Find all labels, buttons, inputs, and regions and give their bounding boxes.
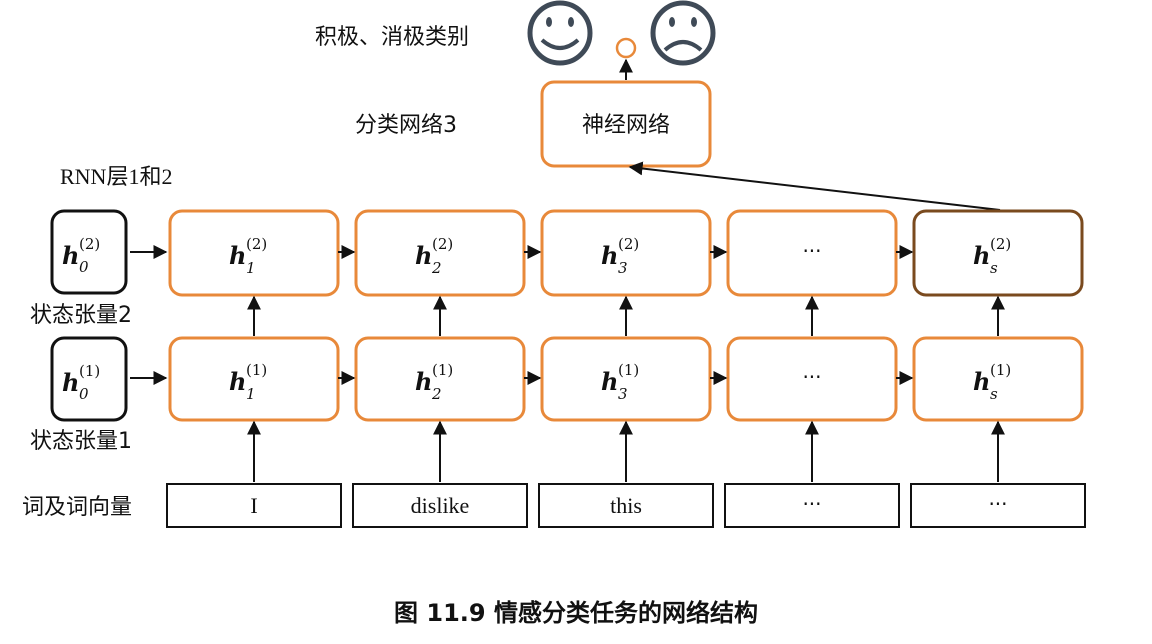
h-layer2-3-symbol: h [601,241,618,270]
h-layer2-s-sub: s [990,259,998,277]
h-layer1-2-sup: (1) [432,361,453,379]
neural-network-box [540,80,712,168]
h-layer2-3-sub: 3 [618,259,628,277]
h-layer2-cell-3 [540,209,712,297]
word-5: ··· [988,492,1007,516]
output-circle [615,37,637,59]
state-tensor-2-label: 状态张量2 [30,303,132,328]
neural-network-label: 神经网络 [582,113,670,138]
word-box-4 [724,483,900,528]
h-layer1-3-sup: (1) [618,361,639,379]
h-layer2-1-symbol: h [229,241,246,270]
sentiment-classes-label: 积极、消极类别 [315,25,469,50]
h0-layer1-subscript: 0 [79,385,89,403]
h-layer1-1-symbol: h [229,367,246,396]
word-3: this [610,493,642,518]
arrow-hs-to-classifier [628,161,1001,211]
word-box-1 [166,483,342,528]
word-vectors-label: 词及词向量 [22,495,132,520]
h-layer2-2-sup: (2) [432,235,453,253]
h0-layer2-superscript: (2) [79,235,100,253]
h-layer2-2-symbol: h [415,241,432,270]
word-2: dislike [411,493,470,518]
h0-layer1-symbol: h [62,368,79,397]
word-1: I [250,493,257,518]
h-layer2-4-dots: ··· [802,239,821,263]
word-box-5 [910,483,1086,528]
h-layer2-1-sub: 1 [246,259,256,277]
h0-layer2-symbol: h [62,241,79,270]
h-layer1-cell-2 [354,336,526,422]
h-layer1-cell-s [912,336,1084,422]
frowning-face-icon [650,0,716,66]
h-layer1-2-sub: 2 [431,385,442,403]
word-box-2 [352,483,528,528]
word-4: ··· [802,492,821,516]
smiley-face-icon [527,0,593,66]
h0-layer2-box [50,209,128,295]
h-layer2-cell-2 [354,209,526,297]
word-box-3 [538,483,714,528]
h-layer1-3-sub: 3 [618,385,628,403]
classifier-label: 分类网络3 [355,113,457,138]
h-layer1-1-sup: (1) [246,361,267,379]
h-layer2-2-sub: 2 [431,259,442,277]
h-layer1-3-symbol: h [601,367,618,396]
h-layer1-cell-1 [168,336,340,422]
h-layer2-s-symbol: h [973,241,990,270]
h-layer2-3-sup: (2) [618,235,639,253]
h-layer1-4-dots: ··· [802,365,821,389]
rnn-layers-label: RNN层1和2 [60,164,172,189]
h-layer1-s-symbol: h [973,367,990,396]
figure-caption: 图 11.9 情感分类任务的网络结构 [394,599,758,627]
h0-layer1-superscript: (1) [79,362,100,380]
state-tensor-1-label: 状态张量1 [30,429,132,454]
h0-layer2-subscript: 0 [79,258,89,276]
h-layer2-s-sup: (2) [990,235,1011,253]
h-layer1-2-symbol: h [415,367,432,396]
h-layer2-cell-1 [168,209,340,297]
h-layer2-cell-s [912,209,1084,297]
h-layer2-1-sup: (2) [246,235,267,253]
h-layer1-s-sub: s [990,385,998,403]
h-layer1-1-sub: 1 [246,385,256,403]
h-layer1-cell-3 [540,336,712,422]
h-layer1-s-sup: (1) [990,361,1011,379]
h0-layer1-box [50,336,128,422]
